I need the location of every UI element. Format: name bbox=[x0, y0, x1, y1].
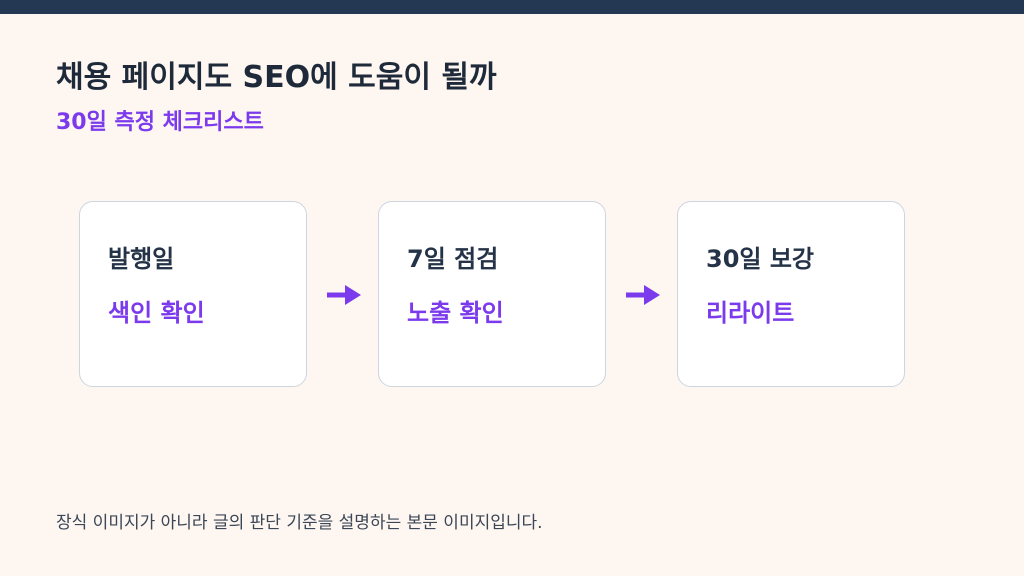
page-subtitle: 30일 측정 체크리스트 bbox=[56, 110, 264, 135]
arrow-right-icon bbox=[626, 285, 660, 305]
step-card-publish: 발행일 색인 확인 bbox=[79, 201, 307, 387]
step-action: 리라이트 bbox=[706, 299, 795, 327]
page-title: 채용 페이지도 SEO에 도움이 될까 bbox=[56, 60, 497, 95]
step-card-30day: 30일 보강 리라이트 bbox=[677, 201, 905, 387]
step-action: 노출 확인 bbox=[407, 299, 504, 327]
footer-caption: 장식 이미지가 아니라 글의 판단 기준을 설명하는 본문 이미지입니다. bbox=[56, 513, 543, 533]
step-action: 색인 확인 bbox=[108, 299, 205, 327]
step-card-7day: 7일 점검 노출 확인 bbox=[378, 201, 606, 387]
step-title: 30일 보강 bbox=[706, 245, 814, 273]
arrow-right-icon bbox=[327, 285, 361, 305]
top-bar bbox=[0, 0, 1024, 14]
step-title: 발행일 bbox=[108, 245, 175, 273]
step-title: 7일 점검 bbox=[407, 245, 499, 273]
